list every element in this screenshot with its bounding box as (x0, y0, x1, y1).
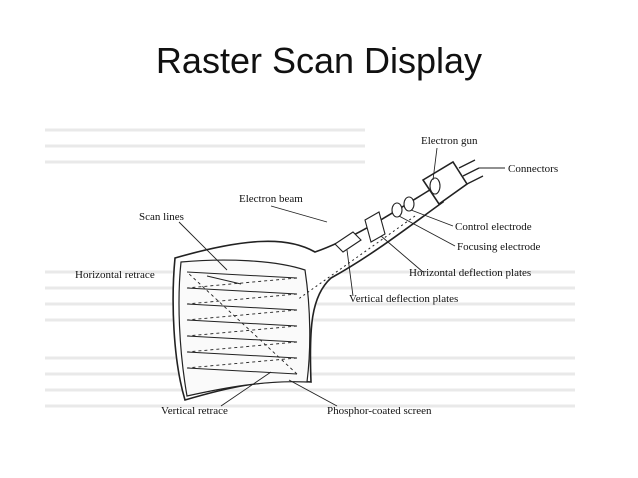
crt-diagram-svg: Electron gun Connectors Electron beam Sc… (45, 128, 575, 417)
vertical-deflection-plates (334, 231, 362, 253)
control-electrode (403, 196, 415, 212)
label-control-electrode: Control electrode (455, 221, 532, 233)
horizontal-deflection-plates (364, 211, 386, 243)
label-focusing-electrode: Focusing electrode (457, 241, 541, 253)
leader-lines (178, 147, 505, 407)
label-phosphor-coated-screen: Phosphor-coated screen (327, 405, 432, 417)
label-scan-lines: Scan lines (139, 211, 184, 223)
tube-internals (334, 177, 441, 253)
scan-lines (186, 271, 298, 375)
focusing-electrode (391, 202, 403, 218)
label-connectors: Connectors (508, 163, 558, 175)
connector-pins (458, 159, 484, 185)
label-horizontal-deflection-plates: Horizontal deflection plates (409, 267, 531, 279)
label-vertical-retrace: Vertical retrace (161, 405, 228, 417)
electron-gun (429, 177, 441, 195)
crt-diagram: Electron gun Connectors Electron beam Sc… (35, 110, 577, 430)
label-vertical-deflection-plates: Vertical deflection plates (349, 293, 458, 305)
retrace-lines (186, 271, 298, 375)
electron-beam (296, 215, 416, 301)
label-electron-gun: Electron gun (421, 135, 478, 147)
label-electron-beam: Electron beam (239, 193, 303, 205)
phosphor-screen (178, 259, 311, 397)
slide-title: Raster Scan Display (155, 40, 483, 81)
label-horizontal-retrace: Horizontal retrace (75, 269, 155, 281)
